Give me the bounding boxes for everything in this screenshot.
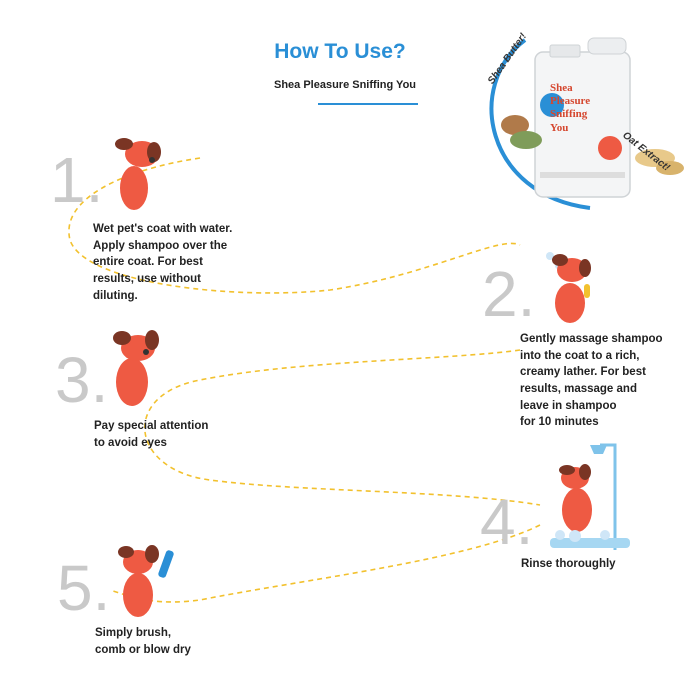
title-underline xyxy=(318,103,418,105)
step-3-number: 3. xyxy=(55,344,109,416)
dog-step-3-icon xyxy=(113,330,159,406)
product-name: Shea Pleasure Sniffing You xyxy=(550,82,591,134)
product-image xyxy=(489,37,684,210)
step-4-number: 4. xyxy=(480,486,534,558)
dog-brush-step-5-icon xyxy=(118,545,174,617)
step-4-text: Rinse thoroughly xyxy=(521,558,616,570)
dog-step-1-icon xyxy=(115,138,161,210)
step-5-number: 5. xyxy=(57,552,111,624)
page-title: How To Use? xyxy=(274,40,406,63)
dog-shower-step-4-icon xyxy=(550,443,630,550)
step-5-text: Simply brush,comb or blow dry xyxy=(95,627,191,656)
step-1-text: Wet pet's coat with water.Apply shampoo … xyxy=(93,223,233,302)
dog-step-2-icon xyxy=(546,252,591,323)
brand-logo-icon xyxy=(540,93,564,117)
step-1-number: 1. xyxy=(50,144,104,216)
page-subtitle: Shea Pleasure Sniffing You xyxy=(273,79,417,91)
step-2-number: 2. xyxy=(482,258,536,330)
